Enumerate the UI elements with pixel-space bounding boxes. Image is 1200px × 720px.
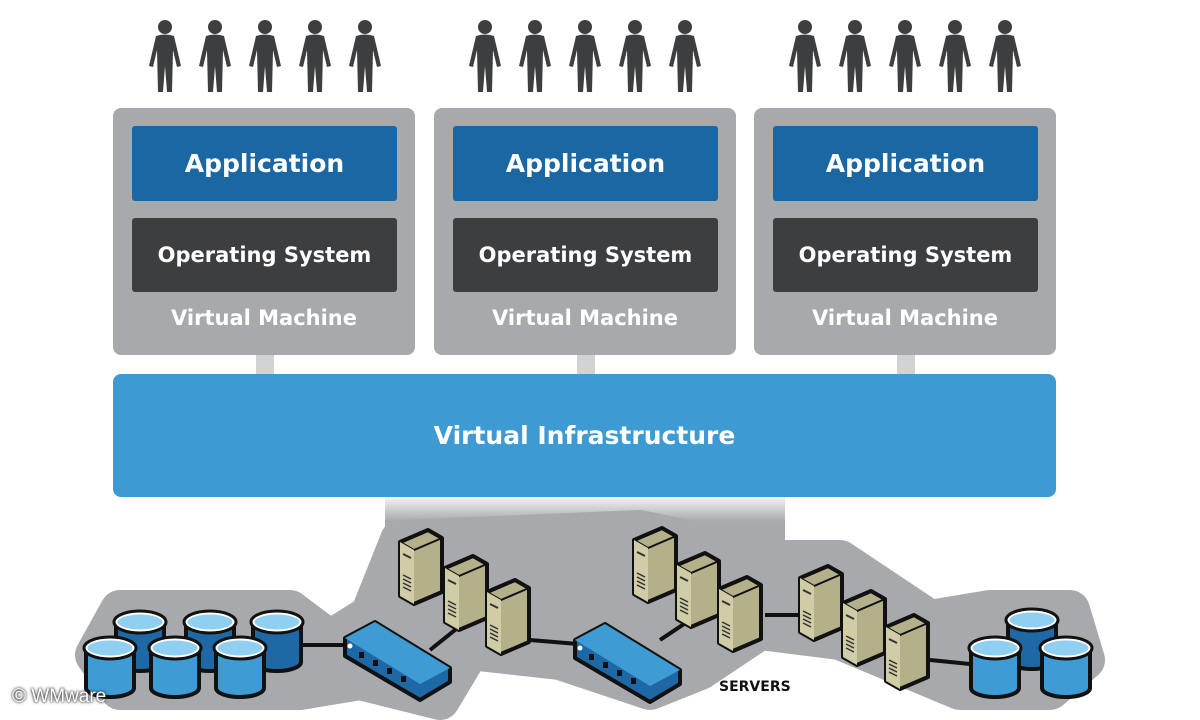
operating-system-label: Operating System	[157, 243, 372, 267]
servers-label: SERVERS	[719, 679, 791, 695]
storage-disk-icon	[1038, 635, 1094, 699]
vm-connector	[577, 355, 595, 375]
virtual-machine: Application Operating System Virtual Mac…	[113, 108, 415, 355]
person-icon	[519, 20, 551, 92]
application-label: Application	[184, 149, 345, 178]
virtual-machine: Application Operating System Virtual Mac…	[754, 108, 1056, 355]
copyright-watermark: © WMware	[12, 686, 107, 707]
person-icon	[989, 20, 1021, 92]
person-icon	[149, 20, 181, 92]
virtual-machine-label: Virtual Machine	[812, 306, 998, 330]
operating-system-label: Operating System	[798, 243, 1013, 267]
network-switch-icon	[343, 620, 452, 702]
server-icon	[717, 575, 763, 653]
virtual-machine-label: Virtual Machine	[171, 306, 357, 330]
virtual-machine: Application Operating System Virtual Mac…	[434, 108, 736, 355]
person-icon	[889, 20, 921, 92]
application-layer: Application	[132, 126, 397, 201]
server-icon	[675, 551, 721, 629]
storage-disk-icon	[82, 635, 138, 699]
server-icon	[884, 613, 930, 691]
server-icon	[841, 589, 887, 667]
application-label: Application	[825, 149, 986, 178]
person-icon	[669, 20, 701, 92]
network-switch-icon	[573, 622, 682, 704]
person-icon	[839, 20, 871, 92]
vm-connector	[897, 355, 915, 375]
virtual-infrastructure-layer: Virtual Infrastructure	[113, 374, 1056, 497]
operating-system-layer: Operating System	[453, 218, 718, 292]
server-icon	[398, 528, 444, 606]
server-icon	[443, 554, 489, 632]
virtual-infrastructure-label: Virtual Infrastructure	[433, 421, 736, 450]
person-icon	[199, 20, 231, 92]
person-icon	[939, 20, 971, 92]
operating-system-layer: Operating System	[132, 218, 397, 292]
application-layer: Application	[773, 126, 1038, 201]
server-icon	[485, 578, 531, 656]
server-icon	[632, 526, 678, 604]
operating-system-layer: Operating System	[773, 218, 1038, 292]
virtual-machine-label: Virtual Machine	[492, 306, 678, 330]
storage-disk-icon	[212, 635, 268, 699]
server-icon	[798, 564, 844, 642]
person-icon	[349, 20, 381, 92]
vm-connector	[256, 355, 274, 375]
person-icon	[789, 20, 821, 92]
person-icon	[469, 20, 501, 92]
person-icon	[619, 20, 651, 92]
application-layer: Application	[453, 126, 718, 201]
person-icon	[249, 20, 281, 92]
storage-disk-icon	[967, 635, 1023, 699]
person-icon	[299, 20, 331, 92]
person-icon	[569, 20, 601, 92]
operating-system-label: Operating System	[478, 243, 693, 267]
storage-disk-icon	[147, 635, 203, 699]
application-label: Application	[505, 149, 666, 178]
